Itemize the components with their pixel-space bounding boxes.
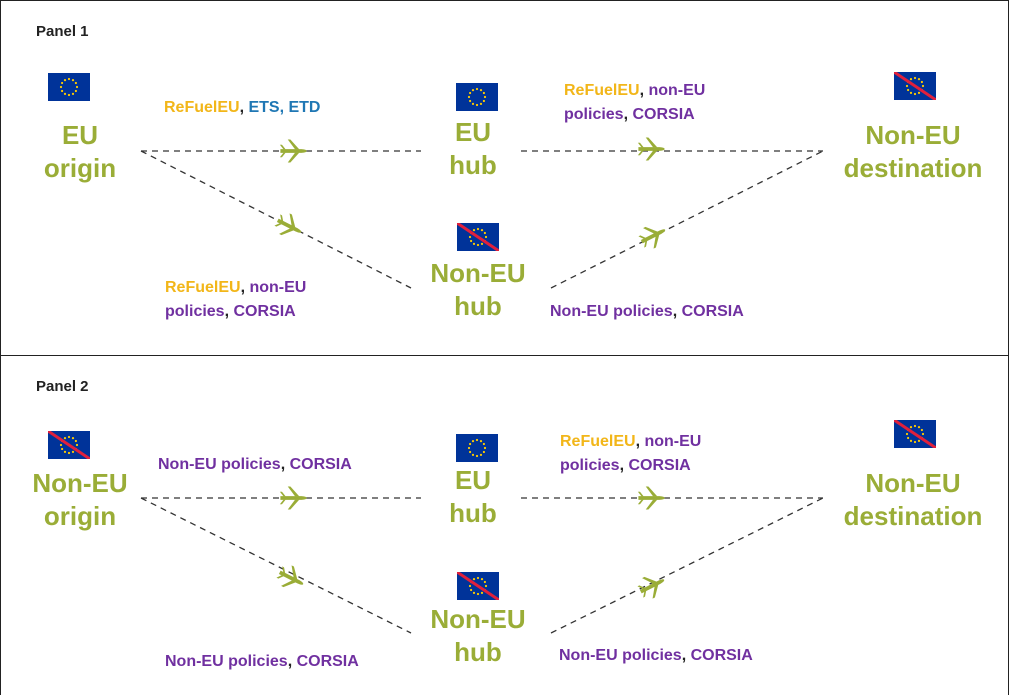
policy-non-eu: Non-EU policies	[158, 456, 281, 473]
separator: ,	[239, 99, 249, 116]
separator: ,	[681, 647, 691, 664]
node-line2: destination	[843, 501, 983, 531]
non-eu-hub-node: Non-EU hub	[430, 257, 525, 323]
airplane-icon	[638, 486, 665, 509]
policy-label-non-eu-hub-destination: Non-EU policies, CORSIA	[550, 300, 744, 324]
route-lines	[140, 356, 824, 634]
separator: ,	[619, 457, 629, 474]
policy-corsia: CORSIA	[632, 106, 695, 123]
airplane-icon	[635, 570, 669, 603]
node-line1: Non-EU	[430, 604, 526, 634]
eu-flag-icon	[456, 83, 498, 111]
non-eu-flag-icon	[894, 420, 936, 448]
separator: ,	[639, 82, 649, 99]
policy-non-eu: non-EU	[644, 433, 702, 450]
non-eu-flag-icon	[457, 223, 499, 251]
policy-refueleu: ReFuelEU	[560, 433, 636, 450]
route-non-eu-hub-destination	[550, 150, 824, 289]
policy-corsia: CORSIA	[690, 647, 753, 664]
node-line1: EU	[454, 117, 492, 147]
node-line2: hub	[454, 637, 502, 667]
eu-flag-icon	[456, 434, 498, 462]
policy-non-eu: non-EU	[249, 279, 307, 296]
node-line2: hub	[454, 291, 502, 321]
policy-corsia: CORSIA	[233, 303, 296, 320]
panel-1: Panel 1 EU origin EU hub Non-EU hub Non-…	[0, 0, 1009, 355]
node-line2: hub	[449, 150, 497, 180]
origin-node: EU origin	[44, 119, 116, 185]
node-line2: destination	[843, 153, 983, 183]
policy-label-origin-eu-hub: ReFuelEU, ETS, ETD	[164, 96, 320, 120]
destination-node: Non-EU destination	[844, 467, 983, 533]
panel-title: Panel 1	[36, 23, 89, 40]
node-line1: Non-EU	[865, 468, 961, 498]
policy-corsia: CORSIA	[628, 457, 691, 474]
non-eu-flag-icon	[894, 72, 936, 100]
node-line1: Non-EU	[865, 120, 961, 150]
policy-label-origin-eu-hub: Non-EU policies, CORSIA	[158, 453, 352, 477]
separator: ,	[280, 456, 290, 473]
policy-corsia: CORSIA	[289, 456, 352, 473]
node-line2: origin	[43, 153, 117, 183]
route-non-eu-hub-destination	[550, 497, 824, 634]
node-line1: Non-EU	[430, 258, 526, 288]
policy-non-eu: Non-EU policies	[559, 647, 682, 664]
separator: ,	[672, 303, 682, 320]
node-line1: Non-EU	[32, 468, 128, 498]
non-eu-flag-icon	[48, 431, 90, 459]
eu-hub-node: EU hub	[449, 464, 497, 530]
policy-ets-etd: ETS, ETD	[248, 99, 321, 116]
policy-label-eu-hub-destination: ReFuelEU, non-EU policies, CORSIA	[564, 79, 705, 127]
node-line2: hub	[449, 498, 497, 528]
route-lines	[140, 1, 824, 289]
node-line1: EU	[454, 465, 492, 495]
policy-corsia: CORSIA	[681, 303, 744, 320]
node-line1: EU	[61, 120, 99, 150]
policy-non-eu: policies	[165, 303, 225, 320]
panel-2: Panel 2 Non-EU origin EU hub Non-EU hub …	[0, 355, 1009, 695]
separator: ,	[623, 106, 633, 123]
separator: ,	[635, 433, 645, 450]
airplane-icon	[280, 486, 307, 509]
airplane-icon	[636, 220, 670, 253]
policy-label-origin-non-eu-hub: Non-EU policies, CORSIA	[165, 650, 359, 674]
node-line2: origin	[43, 501, 117, 531]
destination-node: Non-EU destination	[844, 119, 983, 185]
policy-non-eu: Non-EU policies	[550, 303, 673, 320]
policy-label-origin-non-eu-hub: ReFuelEU, non-EU policies, CORSIA	[165, 276, 306, 324]
separator: ,	[287, 653, 297, 670]
policy-non-eu: non-EU	[648, 82, 706, 99]
policy-refueleu: ReFuelEU	[564, 82, 640, 99]
route-origin-non-eu-hub	[140, 150, 412, 289]
origin-node: Non-EU origin	[32, 467, 127, 533]
policy-non-eu: policies	[564, 106, 624, 123]
airplane-icon	[272, 210, 306, 243]
policy-label-non-eu-hub-destination: Non-EU policies, CORSIA	[559, 644, 753, 668]
eu-flag-icon	[48, 73, 90, 101]
non-eu-flag-icon	[457, 572, 499, 600]
policy-corsia: CORSIA	[296, 653, 359, 670]
policy-refueleu: ReFuelEU	[165, 279, 241, 296]
route-origin-non-eu-hub	[140, 497, 412, 634]
policy-non-eu: policies	[560, 457, 620, 474]
separator: ,	[224, 303, 234, 320]
separator: ,	[240, 279, 250, 296]
policy-non-eu: Non-EU policies	[165, 653, 288, 670]
policy-label-eu-hub-destination: ReFuelEU, non-EU policies, CORSIA	[560, 430, 701, 478]
eu-hub-node: EU hub	[449, 116, 497, 182]
policy-refueleu: ReFuelEU	[164, 99, 240, 116]
non-eu-hub-node: Non-EU hub	[430, 603, 525, 669]
airplane-icon	[638, 137, 665, 160]
airplane-icon	[280, 139, 307, 162]
panel-title: Panel 2	[36, 378, 89, 395]
